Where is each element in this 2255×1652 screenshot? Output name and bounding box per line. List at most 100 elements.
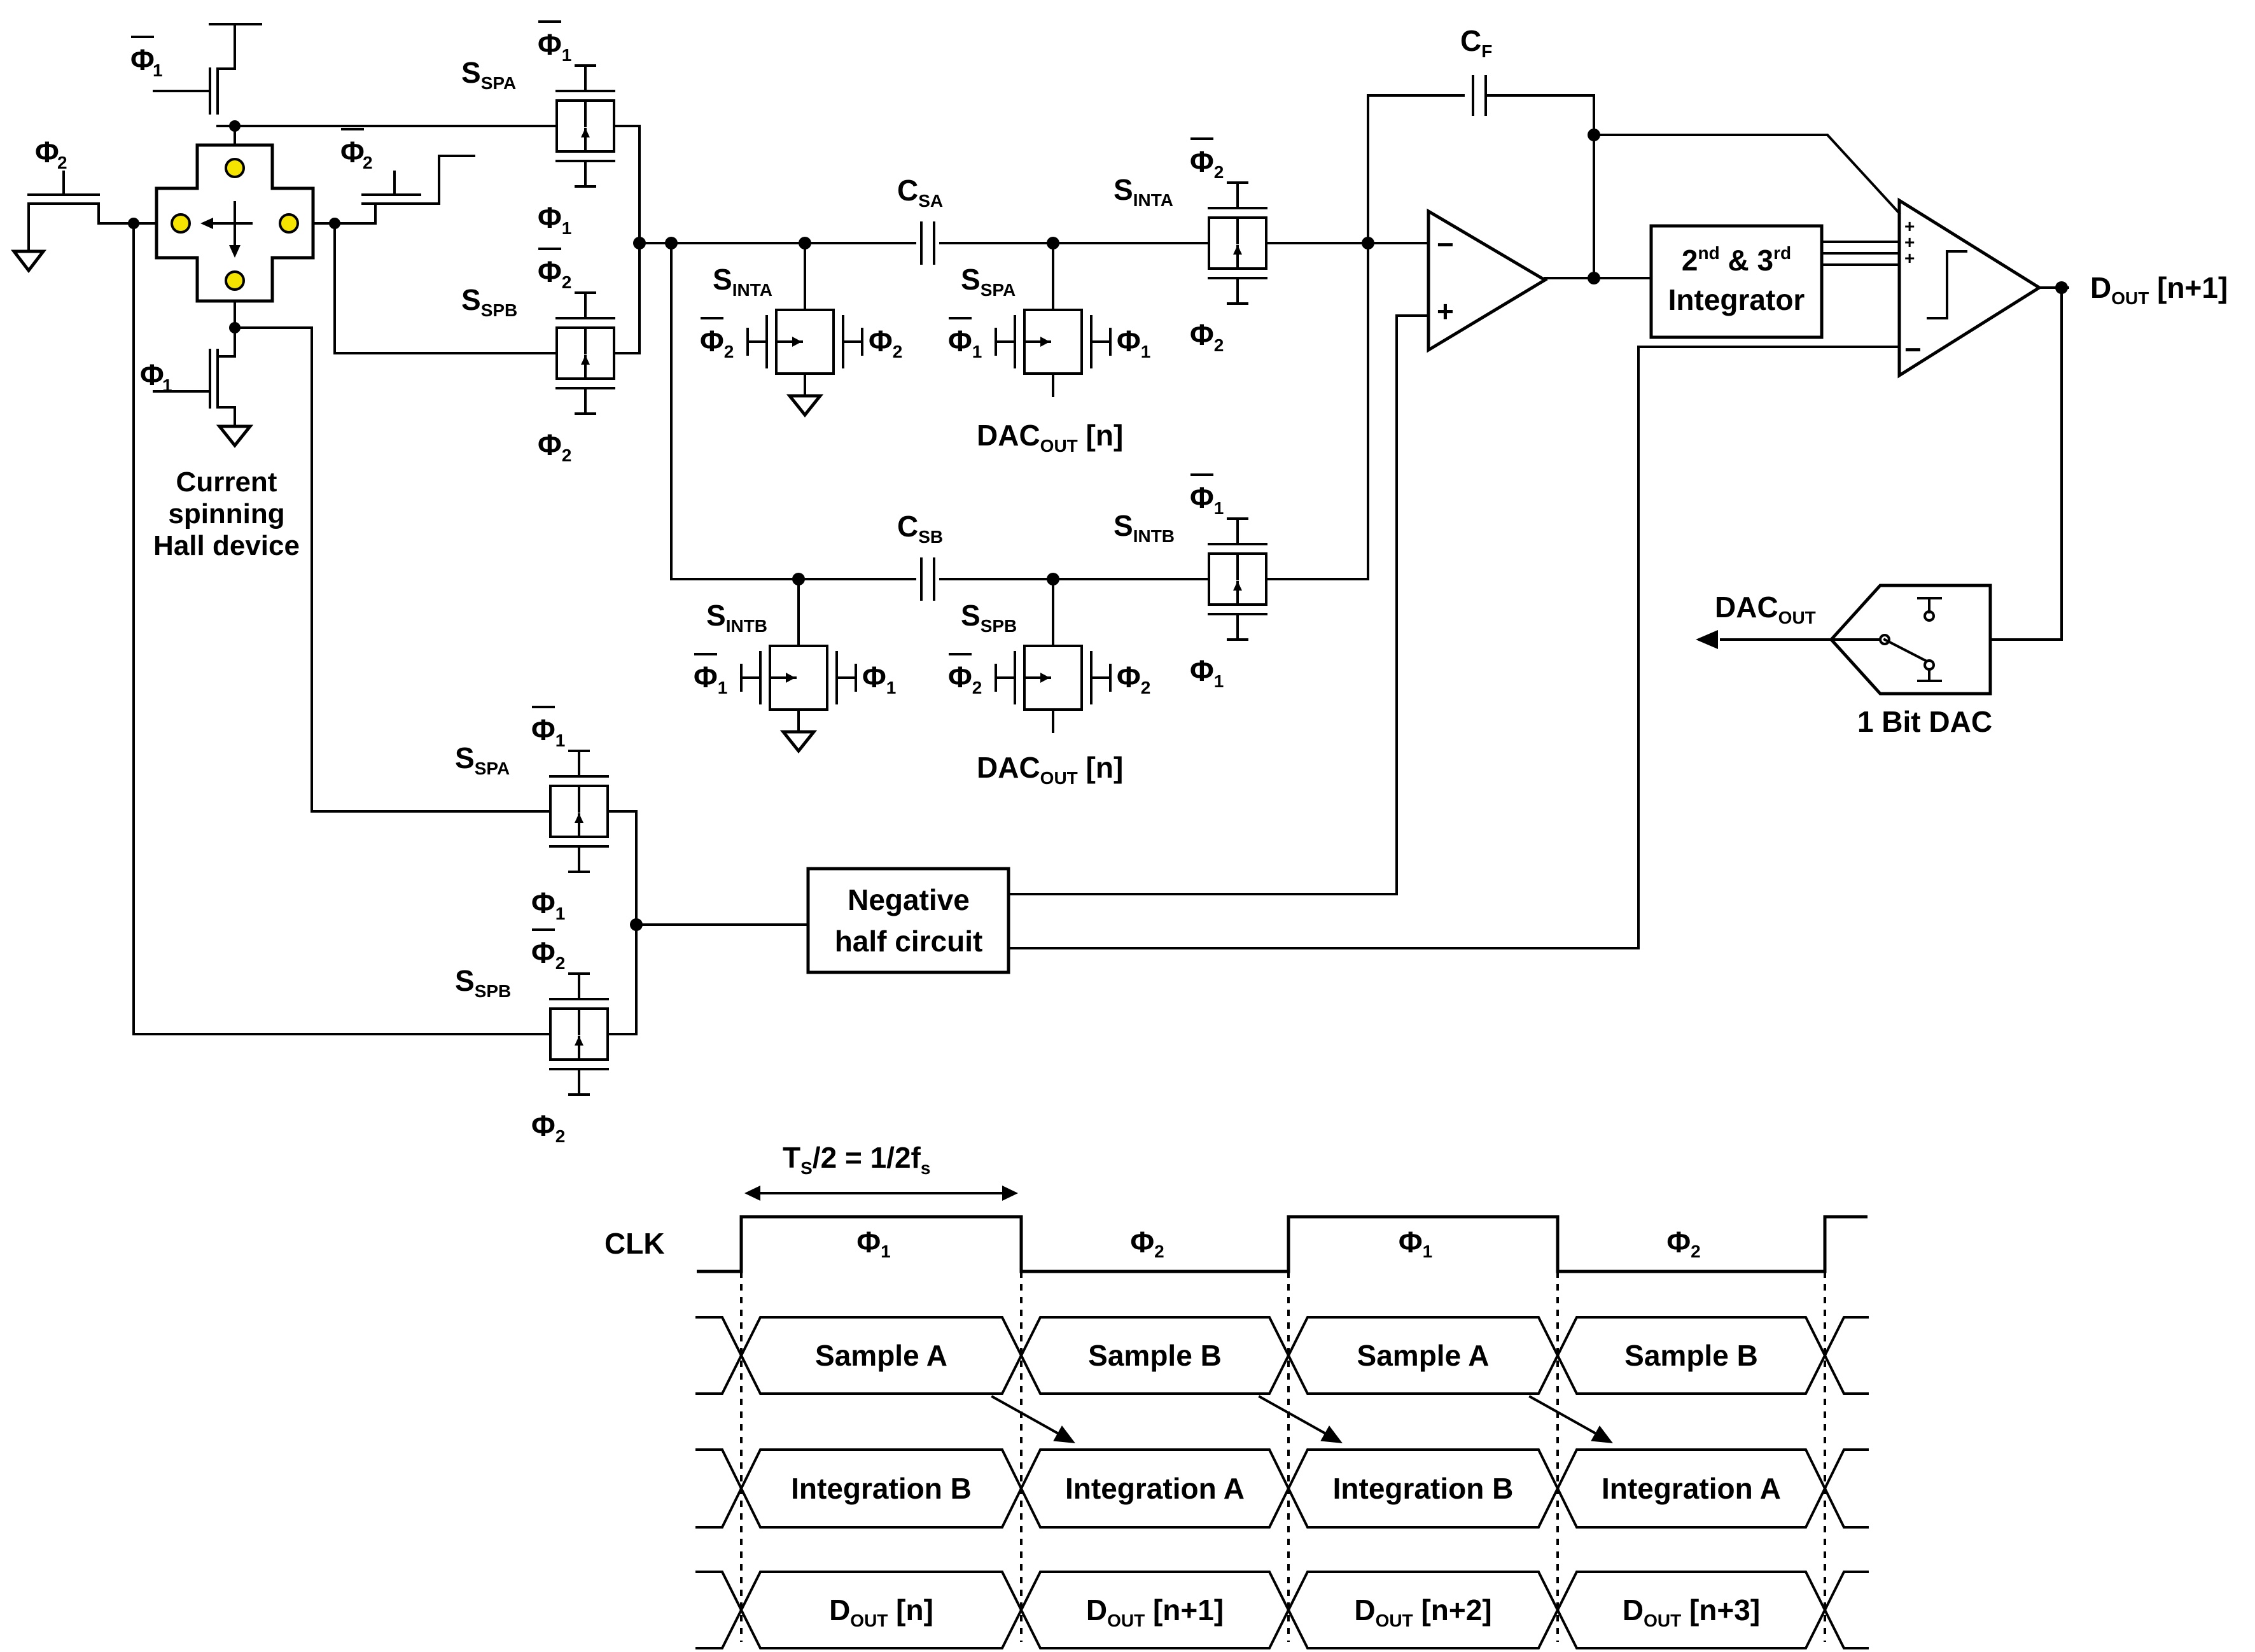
cap-sb-label: CSB [897,510,943,547]
cell-1: Sample B [1088,1339,1222,1372]
vsw-intb-left-clock: Φ1 [694,661,727,697]
left-phi2-label: Φ 2 [35,136,67,172]
vsw-spb-label: SSPB [961,599,1017,636]
vsw-intb-right-clock: Φ1 [862,661,896,697]
sw-spa-top-label: SSPA [461,56,516,93]
hall-label-3: Hall device [153,530,300,561]
svg-text:+: + [1437,295,1454,328]
top-transistor [153,23,262,146]
integrator-line2: Integrator [1668,283,1805,316]
integrator-box [1649,224,1824,339]
vsw-spa-right-clock: Φ1 [1117,325,1150,361]
svg-text:1: 1 [162,375,172,395]
vsw-inta-label: SINTA [713,263,772,300]
bottom-phi1-label: Φ 1 [140,358,172,395]
cap-sa-label: CSA [897,174,943,211]
svg-text:1: 1 [153,60,163,80]
sw-intb-top-top-clock: Φ1 [1190,481,1224,518]
vsw-spa: Φ1 Φ1 SSPA [948,242,1150,397]
opamp: − + [1427,208,1548,353]
cell-3: Integration A [1602,1472,1781,1505]
svg-text:Φ: Φ [35,136,59,169]
sw-spa-bottom-top-clock: Φ1 [531,713,565,750]
dacout-n-label-b: DACOUT [n] [977,751,1123,788]
cell-0: Sample A [815,1339,947,1372]
vsw-spb-right-clock: Φ2 [1117,661,1150,697]
transmission-gates: Φ1Φ1SSPAΦ2Φ2SSPBΦ2Φ2SINTAΦ1Φ1SINTBΦ1Φ1SS… [455,20,1280,1146]
svg-text:Φ: Φ [140,358,164,391]
vsw-spa-left-clock: Φ1 [948,325,982,361]
clk-label: CLK [604,1227,665,1260]
cap-f-label: CF [1460,24,1492,61]
sw-spb-bottom-bottom-clock: Φ2 [531,1109,565,1146]
vsw-spb: Φ2 Φ2 SSPB [948,578,1150,733]
svg-text:−: − [1904,333,1922,366]
sw-inta-top-label: SINTA [1114,173,1173,210]
vsw-spa-label: SSPA [961,263,1016,300]
cell-2: Integration B [1333,1472,1514,1505]
vsw-intb: Φ1 Φ1 SINTB [694,578,896,754]
integrator-line1: 2nd & 3rd [1682,243,1791,277]
left-transistor [10,171,158,274]
dout-cell-2: DOUT [n+2] [1354,1593,1491,1630]
sw-spb-top-top-clock: Φ2 [538,255,571,292]
dout-cell-3: DOUT [n+3] [1623,1593,1760,1630]
negative-half-line1: Negative [848,883,970,916]
one-bit-dac [1829,584,1992,696]
negative-half-box [806,867,1010,974]
sw-inta-top-top-clock: Φ2 [1190,145,1224,182]
cell-2: Sample A [1357,1339,1490,1372]
vsw-intb-label: SINTB [706,599,767,636]
dout-cell-0: DOUT [n] [829,1593,933,1630]
one-bit-dac-label: 1 Bit DAC [1857,705,1992,738]
transfer-arrow-0 [991,1395,1070,1441]
clk-waveform [697,1215,1868,1273]
svg-text:−: − [1437,228,1454,261]
sw-spa-bottom-label: SSPA [455,741,510,778]
sw-spb-bottom-label: SSPB [455,964,511,1001]
svg-text:+: + [1904,232,1915,252]
cell-3: Sample B [1624,1339,1758,1372]
row-sample: Sample A Sample B Sample A Sample B [695,1316,1869,1395]
sw-intb-top-bottom-clock: Φ1 [1190,654,1224,691]
hall-device [155,143,315,303]
right-transistor [312,155,475,225]
dout-next-label: DOUT [n+1] [2090,271,2228,308]
vsw-inta-left-clock: Φ2 [700,325,734,361]
transfer-arrow-2 [1528,1395,1607,1441]
vsw-inta-right-clock: Φ2 [869,325,902,361]
sw-spa-bottom-bottom-clock: Φ1 [531,886,565,923]
sw-intb-top-label: SINTB [1114,509,1175,546]
svg-text:+: + [1904,248,1915,268]
svg-text:2: 2 [363,153,373,172]
right-phi2-bar-label: Φ 2 [340,128,373,172]
svg-text:+: + [1904,216,1915,236]
negative-half-line2: half circuit [835,925,983,958]
sw-spa-top-bottom-clock: Φ1 [538,201,571,238]
svg-text:Φ: Φ [130,43,155,76]
dacout-n-label-a: DACOUT [n] [977,419,1123,456]
dacout-label: DACOUT [1715,591,1816,627]
top-phi1-bar-label: Φ 1 [130,36,163,80]
hall-label-1: Current [176,466,277,498]
transfer-arrow-1 [1258,1395,1337,1441]
bottom-transistor [153,300,254,449]
cell-1: Integration A [1065,1472,1245,1505]
clk-phase-2: Φ1 [1399,1226,1432,1261]
vsw-spb-left-clock: Φ2 [948,661,982,697]
row-dout: DOUT [n]DOUT [n+1]DOUT [n+2]DOUT [n+3] [695,1571,1869,1649]
sw-spb-bottom-top-clock: Φ2 [531,936,565,973]
sw-spb-top-label: SSPB [461,283,517,320]
comparator: + + + − [1897,197,2042,379]
clk-phase-1: Φ2 [1130,1226,1164,1261]
